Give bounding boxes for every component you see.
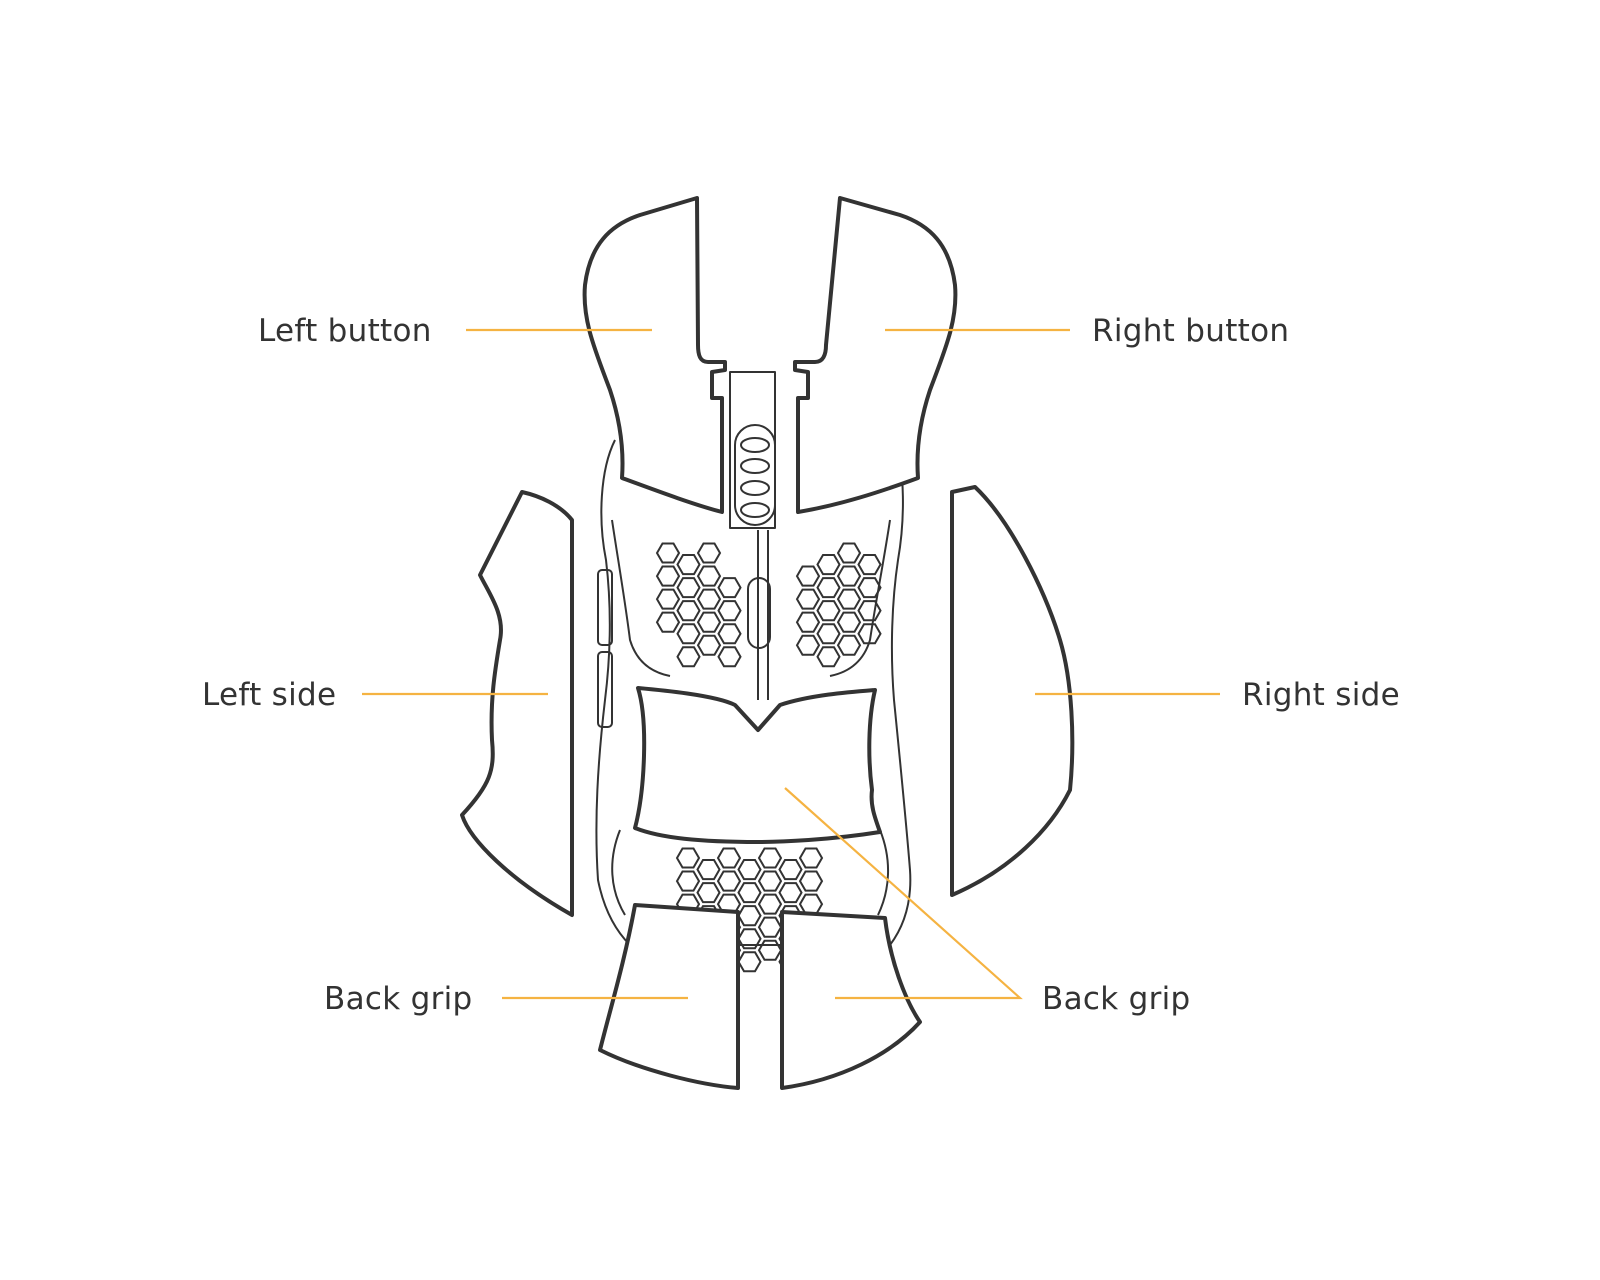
honeycomb-cell xyxy=(816,646,841,668)
honeycomb-cell xyxy=(737,951,762,973)
honeycomb-cell xyxy=(757,916,783,938)
honeycomb-cell xyxy=(716,847,742,869)
honeycomb-cell xyxy=(857,554,882,576)
honeycomb-cell xyxy=(696,882,721,904)
honeycomb-cell xyxy=(798,847,824,869)
label-left-side: Left side xyxy=(202,677,337,713)
honeycomb-cell xyxy=(717,600,742,622)
honeycomb-cell xyxy=(675,870,701,892)
honeycomb-right xyxy=(795,542,882,668)
honeycomb-cell xyxy=(836,588,862,610)
honeycomb-cell xyxy=(757,870,783,892)
honeycomb-cell xyxy=(716,870,742,892)
honeycomb-cell xyxy=(696,611,722,633)
back-right-grip[interactable] xyxy=(780,910,922,1090)
side-button-back xyxy=(597,651,613,728)
grip-tapes xyxy=(460,196,1075,1090)
right-button-grip[interactable] xyxy=(793,196,958,514)
honeycomb-cell xyxy=(757,939,783,961)
label-right-button: Right button xyxy=(1092,313,1290,349)
left-button-grip[interactable] xyxy=(582,196,727,514)
honeycomb-cell xyxy=(717,623,742,645)
honeycomb-cell xyxy=(778,859,803,881)
honeycomb-left xyxy=(655,542,742,668)
label-left-button: Left button xyxy=(258,313,432,349)
leader-lines xyxy=(362,328,1220,1000)
scroll-ridge-3 xyxy=(740,480,770,496)
honeycomb-cell xyxy=(816,554,841,576)
mouse-lower-right-curve xyxy=(877,829,889,916)
honeycomb-cell xyxy=(737,859,762,881)
back-left-grip[interactable] xyxy=(598,903,740,1090)
honeycomb-cell xyxy=(795,565,821,587)
honeycomb-cell xyxy=(857,577,882,599)
honeycomb-cell xyxy=(798,893,824,915)
honeycomb-cell xyxy=(816,600,841,622)
honeycomb-cell xyxy=(857,600,882,622)
honeycomb-cell xyxy=(655,542,681,564)
honeycomb-cell xyxy=(676,554,701,576)
honeycomb-cell xyxy=(655,611,681,633)
back-top-grip[interactable] xyxy=(633,686,882,844)
label-back-grip-right: Back grip xyxy=(1042,981,1191,1017)
left-side-grip[interactable] xyxy=(460,490,574,917)
scroll-wheel xyxy=(734,424,776,526)
honeycomb-cell xyxy=(655,565,681,587)
honeycomb-cell xyxy=(836,611,862,633)
honeycomb-cell xyxy=(696,634,722,656)
mouse-inner-right-curve xyxy=(829,519,891,677)
honeycomb-cell xyxy=(676,646,701,668)
honeycomb-cell xyxy=(857,623,882,645)
honeycomb-cell xyxy=(798,870,824,892)
scroll-ridge-1 xyxy=(740,437,770,453)
honeycomb-cell xyxy=(836,565,862,587)
center-seam xyxy=(757,530,769,700)
dpi-button xyxy=(747,577,771,649)
honeycomb-cell xyxy=(757,893,783,915)
honeycomb-cell xyxy=(757,847,783,869)
scroll-ridge-2 xyxy=(740,458,770,474)
honeycomb-cell xyxy=(696,565,722,587)
honeycomb-cell xyxy=(675,847,701,869)
honeycomb-cell xyxy=(816,577,841,599)
leader-line-back-grip-right xyxy=(784,787,1023,1000)
right-side-grip[interactable] xyxy=(950,485,1075,897)
label-back-grip-left: Back grip xyxy=(324,981,473,1017)
honeycomb-cell xyxy=(696,859,721,881)
honeycomb-cell xyxy=(655,588,681,610)
mouse-lower-left-curve xyxy=(611,829,626,916)
side-button-forward xyxy=(597,569,613,646)
honeycomb-cell xyxy=(836,542,862,564)
label-right-side: Right side xyxy=(1242,677,1400,713)
honeycomb-cell xyxy=(696,588,722,610)
honeycomb-cell xyxy=(795,588,821,610)
honeycomb-cell xyxy=(795,611,821,633)
honeycomb-cell xyxy=(737,882,762,904)
honeycomb-cell xyxy=(795,634,821,656)
scroll-ridge-4 xyxy=(740,502,770,518)
honeycomb-cell xyxy=(676,600,701,622)
honeycomb-cell xyxy=(676,623,701,645)
honeycomb-cell xyxy=(717,577,742,599)
scroll-housing xyxy=(729,371,776,529)
honeycomb-cell xyxy=(676,577,701,599)
honeycomb-cell xyxy=(836,634,862,656)
honeycomb-cell xyxy=(717,646,742,668)
honeycomb-cell xyxy=(696,542,722,564)
honeycomb-cell xyxy=(778,882,803,904)
mouse-inner-left-curve xyxy=(611,519,671,677)
honeycomb-cell xyxy=(737,905,762,927)
honeycomb-cell xyxy=(816,623,841,645)
